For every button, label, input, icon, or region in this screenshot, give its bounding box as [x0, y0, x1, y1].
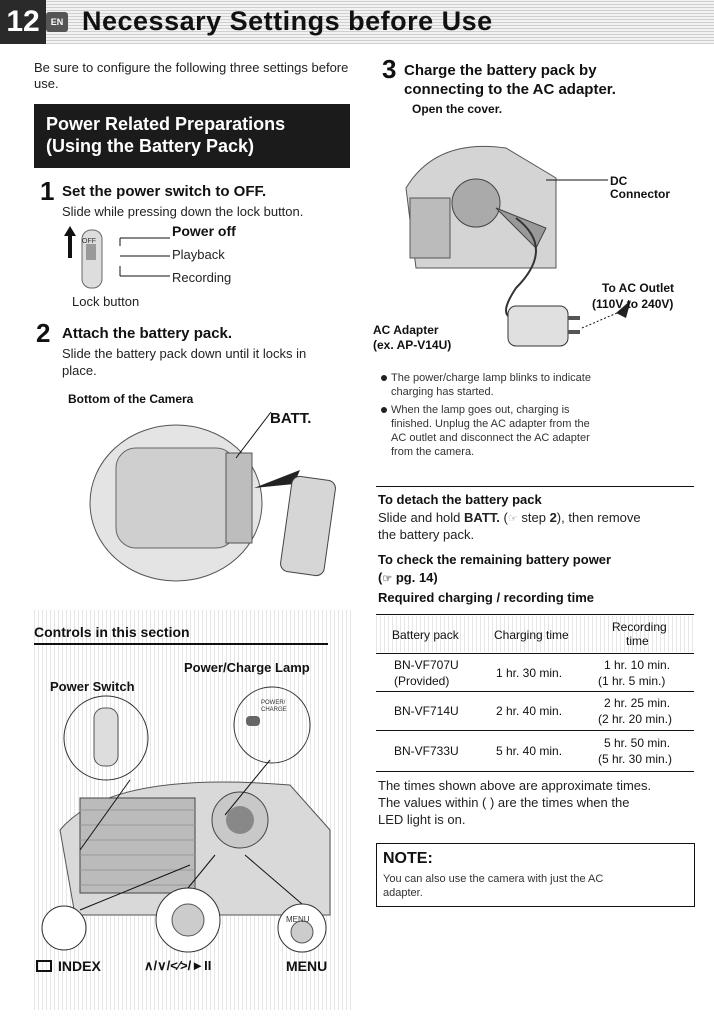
table-header-rec2: time — [626, 634, 649, 648]
section-banner: Power Related Preparations (Using the Ba… — [34, 104, 350, 168]
voltage-label: (110V to 240V) — [592, 297, 674, 311]
navigation-arrows-label: ∧/∨/<⁄>/►II — [144, 958, 212, 973]
connector-label: Connector — [610, 187, 670, 201]
after-table-line1: The times shown above are approximate ti… — [378, 778, 652, 793]
table-header-band — [376, 616, 694, 652]
ac-adapter-model-label: (ex. AP-V14U) — [373, 338, 452, 352]
playback-label: Playback — [172, 247, 225, 262]
reference-icon: ☞ — [507, 513, 518, 525]
banner-line2: (Using the Battery Pack) — [46, 136, 255, 156]
table-header-pack: Battery pack — [392, 628, 459, 642]
bullet-icon — [381, 407, 387, 414]
controls-rule — [34, 643, 328, 645]
step1-heading: Set the power switch to OFF. — [62, 183, 267, 200]
divider — [376, 486, 694, 487]
index-label: INDEX — [58, 958, 101, 974]
step1-text: Slide while pressing down the lock butto… — [62, 204, 304, 219]
after-table-line2: The values within ( ) are the times when… — [378, 795, 630, 810]
required-heading: Required charging / recording time — [378, 590, 594, 605]
note-line2: adapter. — [383, 887, 423, 899]
intro-text: Be sure to configure the following three… — [34, 60, 349, 91]
lock-button-label: Lock button — [72, 294, 140, 309]
recording-label: Recording — [172, 270, 232, 285]
after-table-line3: LED light is on. — [378, 812, 466, 827]
detach-heading: To detach the battery pack — [378, 492, 542, 507]
step3-bullet1: The power/charge lamp blinks to indicate… — [381, 371, 691, 399]
open-cover-text: Open the cover. — [412, 102, 503, 116]
page-title: Necessary Settings before Use — [82, 6, 493, 36]
check-heading: To check the remaining battery power — [378, 552, 612, 567]
ac-adapter-label: AC Adapter — [373, 323, 439, 337]
bullet-icon — [381, 375, 387, 382]
power-charge-lamp-tag: POWER/ CHARGE — [261, 700, 287, 713]
camera-controls-illustration-icon — [41, 686, 331, 953]
power-switch-diagram-icon — [64, 226, 170, 289]
camera-bottom-battery-icon — [89, 411, 336, 582]
power-off-label: Power off — [172, 223, 236, 239]
power-switch-label: Power Switch — [50, 679, 135, 694]
step3-heading-line1: Charge the battery pack by — [404, 62, 597, 79]
batt-label: BATT. — [270, 410, 312, 427]
controls-title: Controls in this section — [34, 624, 190, 640]
power-charge-lamp-label: Power/Charge Lamp — [184, 660, 310, 675]
to-ac-outlet-label: To AC Outlet — [602, 281, 674, 295]
index-button-icon — [36, 960, 52, 972]
table-header-rule — [376, 653, 694, 654]
table-top-rule — [376, 614, 694, 615]
step2-number: 2 — [36, 318, 51, 348]
menu-tag: MENU — [286, 915, 310, 924]
step1-number: 1 — [40, 176, 55, 206]
language-badge: EN — [46, 12, 68, 32]
camera-ac-adapter-icon — [405, 145, 631, 347]
table-row-rule — [376, 691, 694, 692]
menu-label: MENU — [286, 958, 328, 974]
page-header — [0, 0, 714, 44]
note-box: NOTE: You can also use the camera with j… — [376, 843, 695, 907]
banner-line1: Power Related Preparations — [46, 114, 286, 134]
step3-heading-line2: connecting to the AC adapter. — [404, 81, 616, 98]
bottom-camera-caption: Bottom of the Camera — [68, 392, 194, 406]
page-number: 12 — [0, 0, 46, 44]
step2-heading: Attach the battery pack. — [62, 325, 233, 342]
table-row-rule — [376, 730, 694, 731]
step2-text-line2: place. — [62, 363, 97, 378]
step3-number: 3 — [382, 54, 397, 84]
note-title: NOTE: — [383, 850, 433, 867]
check-reference: (☞ pg. 14) — [378, 570, 438, 585]
note-line1: You can also use the camera with just th… — [383, 873, 604, 885]
table-header-charge: Charging time — [494, 628, 569, 642]
detach-text: Slide and hold BATT. (☞ step 2), then re… — [378, 510, 641, 542]
dc-label: DC — [610, 174, 628, 188]
step3-bullet2: When the lamp goes out, charging is fini… — [381, 403, 691, 459]
switch-off-label: OFF — [82, 238, 96, 245]
reference-icon: ☞ — [382, 573, 393, 585]
table-bottom-rule — [376, 771, 694, 772]
step2-text-line1: Slide the battery pack down until it loc… — [62, 346, 307, 361]
table-header-rec1: Recording — [612, 620, 667, 634]
